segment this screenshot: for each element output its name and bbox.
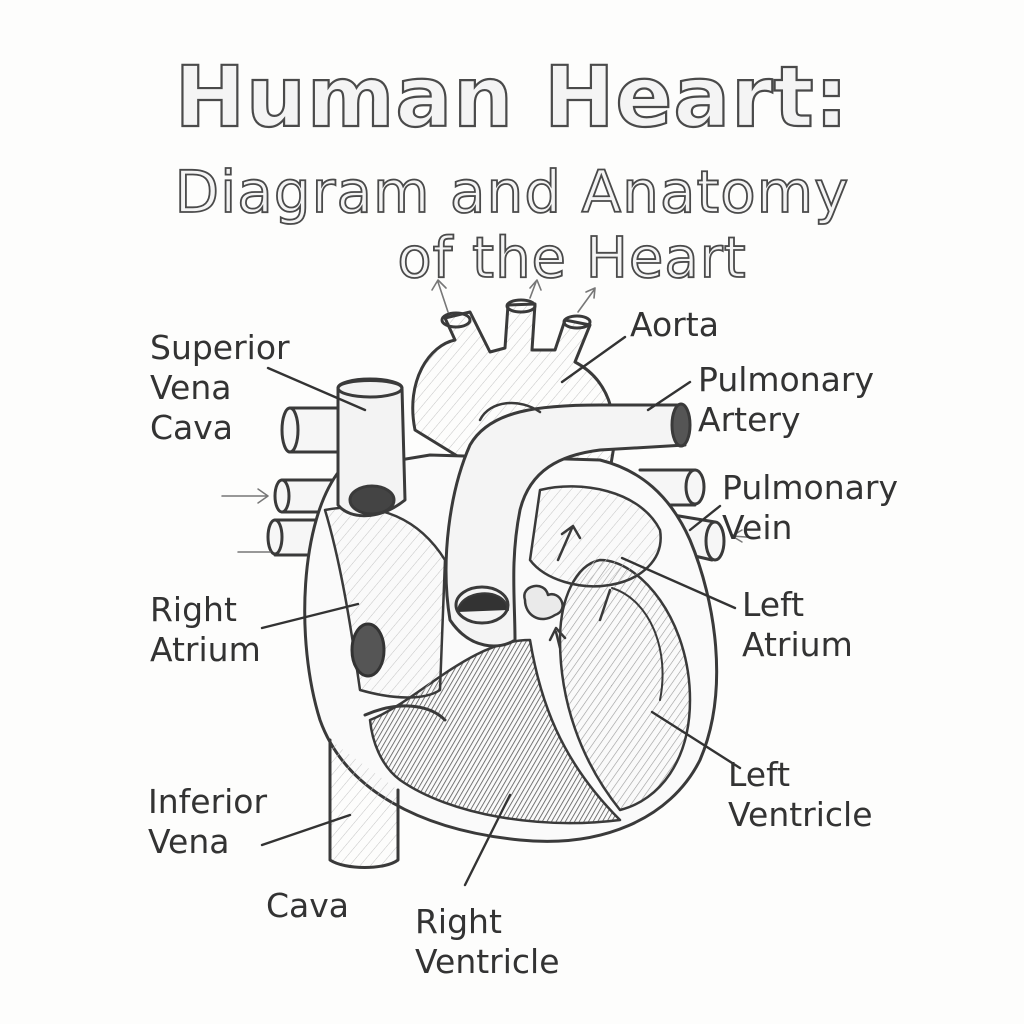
leader-inferior-vena-cava [260,813,352,847]
title-line-2: Diagram and Anatomy [174,157,850,227]
label-inferior-vena-cava: Inferior Vena [148,782,268,861]
title-line-3: of the Heart [396,225,747,292]
pulmonary-artery [444,403,687,648]
label-superior-vena-cava: Superior Vena Cava [150,328,290,447]
title-block: Human Heart: Diagram and Anatomy of the … [0,0,1024,300]
leader-pulmonary-artery [646,380,692,412]
label-cava: Cava [266,886,350,925]
label-pulmonary-vein: Pulmonary Vein [722,468,898,547]
leader-lines [260,335,742,887]
leader-right-atrium [260,602,360,630]
leader-superior-vena-cava [266,366,367,412]
leader-aorta [560,335,627,384]
leader-left-ventricle [650,710,742,770]
label-right-ventricle: Right Ventricle [415,902,560,981]
label-left-atrium: Left Atrium [742,585,853,664]
leader-pulmonary-vein [688,504,722,532]
leader-left-atrium [620,556,737,610]
label-pulmonary-artery: Pulmonary Artery [698,360,874,439]
left-ventricle-chamber [558,558,692,812]
label-aorta: Aorta [630,305,719,344]
label-left-ventricle: Left Ventricle [728,755,873,834]
inferior-vena-cava [328,738,400,869]
title-line-1: Human Heart: [174,47,850,147]
label-right-atrium: Right Atrium [150,590,261,669]
leader-right-ventricle [463,793,512,887]
flow-arrows-top [431,279,596,313]
